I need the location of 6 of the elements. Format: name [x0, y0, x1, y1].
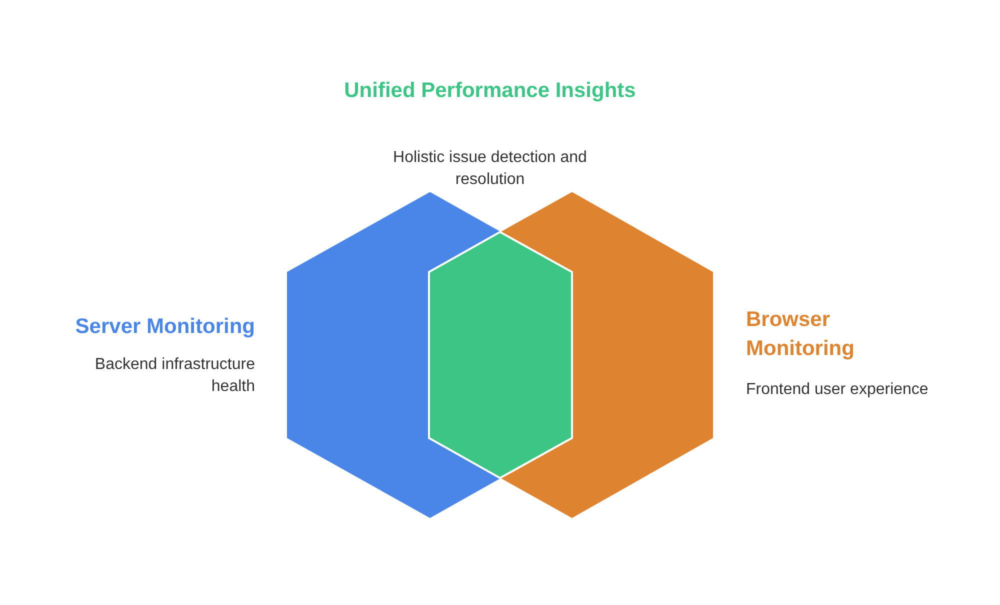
heading: Unified Performance Insights	[343, 78, 637, 104]
description: Backend infrastructure health	[94, 355, 255, 397]
heading: Server Monitoring	[74, 314, 255, 340]
description: Frontend user experience	[746, 380, 930, 400]
heading: Browser Monitoring	[746, 307, 856, 362]
description: Holistic issue detection and resolution	[392, 148, 588, 190]
